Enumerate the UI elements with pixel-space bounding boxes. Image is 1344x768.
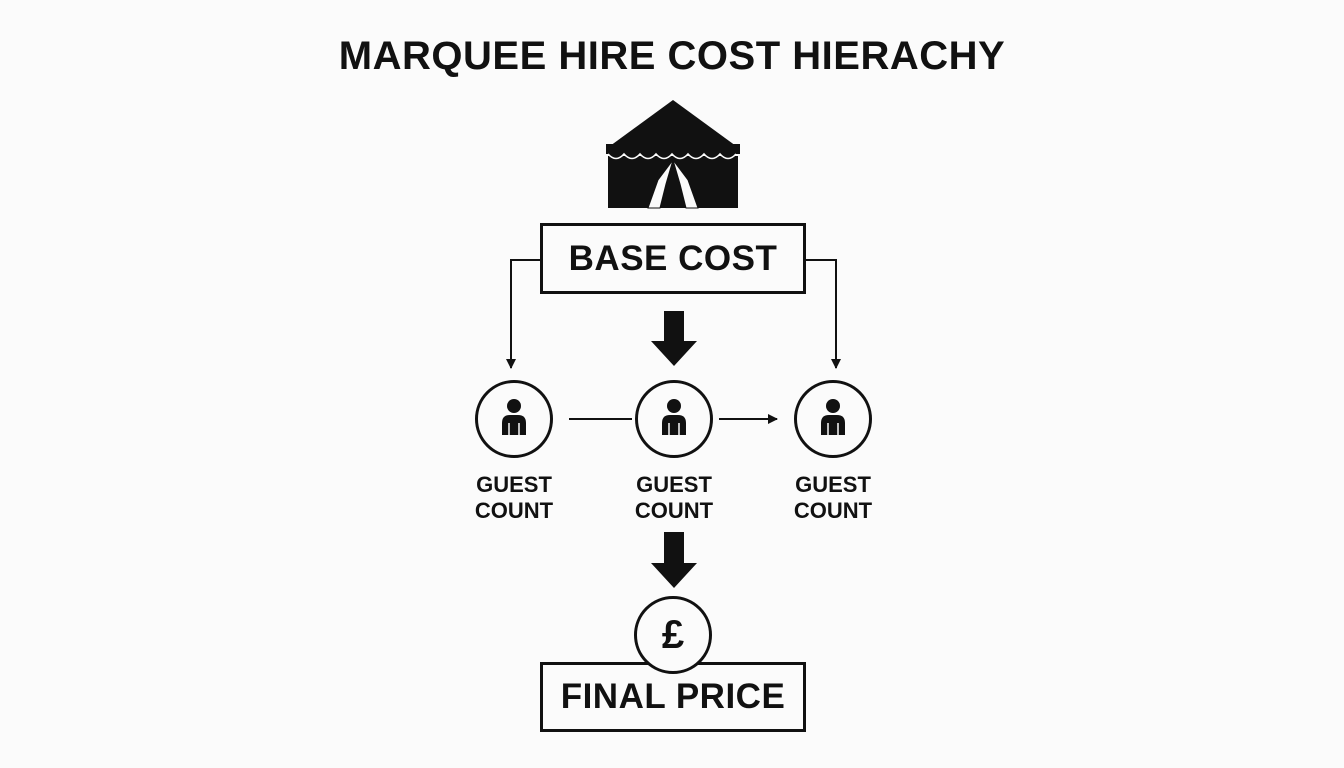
guest-count-node-center: GUEST COUNT	[614, 380, 734, 524]
person-icon	[821, 399, 845, 435]
guest-count-node-left: GUEST COUNT	[454, 380, 574, 524]
connector-base-to-guest-right	[806, 259, 841, 369]
diagram-title: MARQUEE HIRE COST HIERACHY	[338, 34, 1006, 78]
guest-circle	[475, 380, 553, 458]
connector-base-to-guest-left	[506, 259, 540, 369]
guest-circle	[794, 380, 872, 458]
guest-count-label: GUEST COUNT	[474, 472, 554, 523]
marquee-tent-icon	[606, 100, 740, 209]
base-cost-box: BASE COST	[540, 223, 806, 294]
person-icon	[502, 399, 526, 435]
big-arrow-base-to-guest	[651, 311, 697, 366]
final-price-box: FINAL PRICE	[540, 662, 806, 732]
guest-circle	[635, 380, 713, 458]
big-arrow-guest-to-final	[651, 532, 697, 588]
guest-count-node-right: GUEST COUNT	[773, 380, 893, 524]
guest-count-label: GUEST COUNT	[634, 472, 714, 523]
guest-count-label: GUEST COUNT	[793, 472, 873, 523]
pound-sterling-icon: £	[634, 596, 712, 674]
person-icon	[662, 399, 686, 435]
